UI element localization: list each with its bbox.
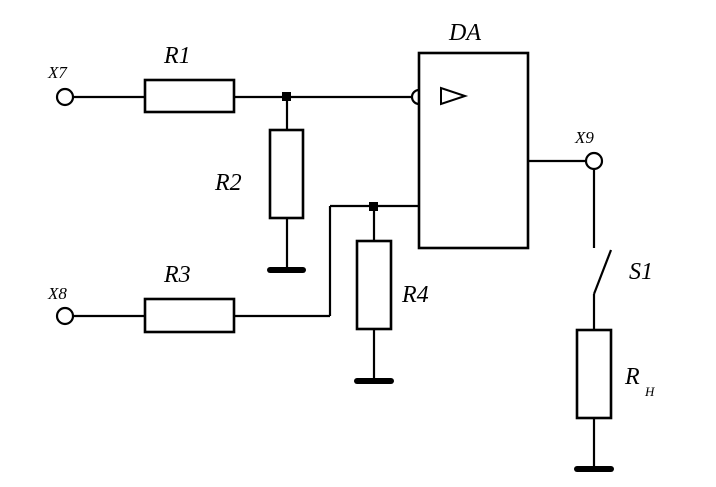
label-rh-subscript: H xyxy=(644,384,655,399)
resistor-r3 xyxy=(143,297,236,334)
label-rh: R xyxy=(624,364,640,390)
resistor-rh xyxy=(575,328,613,420)
label-r2: R2 xyxy=(214,170,242,196)
terminal-x7 xyxy=(55,87,75,107)
opamp-da xyxy=(417,51,530,250)
amplifier-triangle-icon xyxy=(440,86,469,106)
label-x7: X7 xyxy=(47,63,68,82)
resistor-r2 xyxy=(268,128,305,220)
label-r4: R4 xyxy=(401,282,429,308)
label-r1: R1 xyxy=(163,43,191,69)
junction-node-r1-r2 xyxy=(282,92,291,101)
resistor-r1 xyxy=(143,78,236,114)
label-x8: X8 xyxy=(47,284,67,303)
label-x9: X9 xyxy=(574,128,594,147)
label-r3: R3 xyxy=(163,262,191,288)
terminal-x8 xyxy=(55,306,75,326)
label-s1: S1 xyxy=(629,259,653,285)
label-da: DA xyxy=(448,20,481,46)
terminal-x9 xyxy=(584,151,604,171)
resistor-r4 xyxy=(355,239,393,331)
switch-s1-blade xyxy=(592,249,613,295)
